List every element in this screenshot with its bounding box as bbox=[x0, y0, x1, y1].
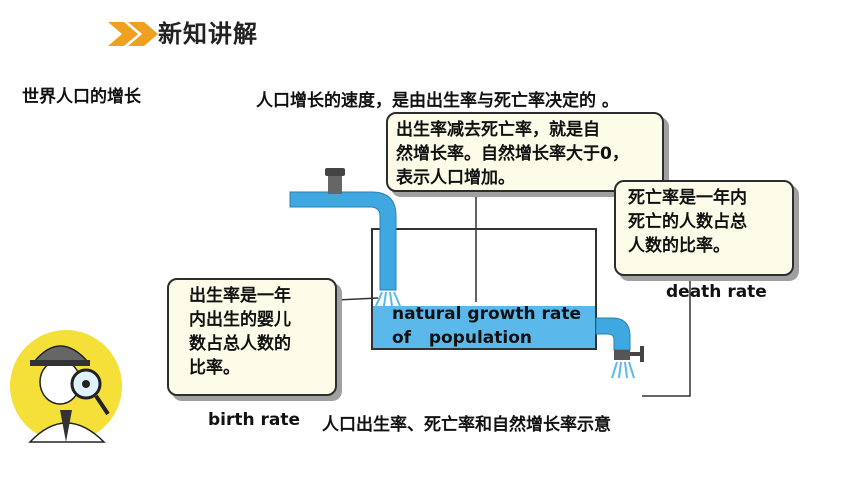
label-natural-growth: natural growth rate of population bbox=[392, 302, 581, 350]
callout-line: 然增长率。自然增长率大于0， bbox=[396, 144, 629, 164]
callout-natural-growth: 出生率减去死亡率，就是自 然增长率。自然增长率大于0， 表示人口增加。 bbox=[386, 112, 664, 192]
callout-line: 数占总人数的 bbox=[189, 334, 291, 354]
inflow-water bbox=[375, 291, 401, 307]
callout-line: 内出生的婴儿 bbox=[189, 310, 291, 330]
section-title: 世界人口的增长 bbox=[22, 87, 141, 107]
tank-outline bbox=[371, 228, 597, 350]
label-line: of population bbox=[392, 328, 532, 348]
double-chevron-icon bbox=[108, 22, 158, 46]
label-line: natural growth rate bbox=[392, 304, 582, 324]
callout-line: 出生率是一年 bbox=[189, 286, 291, 306]
callout-line: 人数的比率。 bbox=[628, 236, 730, 256]
callout-line: 出生率减去死亡率，就是自 bbox=[396, 120, 600, 140]
page-title: 新知讲解 bbox=[158, 20, 258, 48]
label-birth-rate: birth rate bbox=[208, 410, 301, 430]
inlet-pipe bbox=[289, 168, 397, 291]
callout-line: 表示人口增加。 bbox=[396, 168, 515, 188]
connector-death bbox=[642, 276, 691, 397]
label-death-rate: death rate bbox=[666, 282, 767, 302]
callout-death-rate: 死亡率是一年内 死亡的人数占总 人数的比率。 bbox=[614, 180, 794, 276]
callout-birth-rate: 出生率是一年 内出生的婴儿 数占总人数的 比率。 bbox=[167, 278, 337, 396]
diagram-caption: 人口出生率、死亡率和自然增长率示意 bbox=[322, 415, 611, 435]
callout-line: 死亡率是一年内 bbox=[628, 188, 747, 208]
outflow-water bbox=[611, 361, 635, 379]
outlet-pipe bbox=[595, 317, 644, 362]
callout-line: 比率。 bbox=[189, 358, 240, 378]
callout-line: 死亡的人数占总 bbox=[628, 212, 747, 232]
detective-mascot-icon bbox=[10, 330, 122, 443]
tank-water bbox=[373, 306, 595, 348]
connector-birth bbox=[336, 297, 379, 301]
intro-text: 人口增长的速度，是由出生率与死亡率决定的 。 bbox=[256, 91, 619, 111]
